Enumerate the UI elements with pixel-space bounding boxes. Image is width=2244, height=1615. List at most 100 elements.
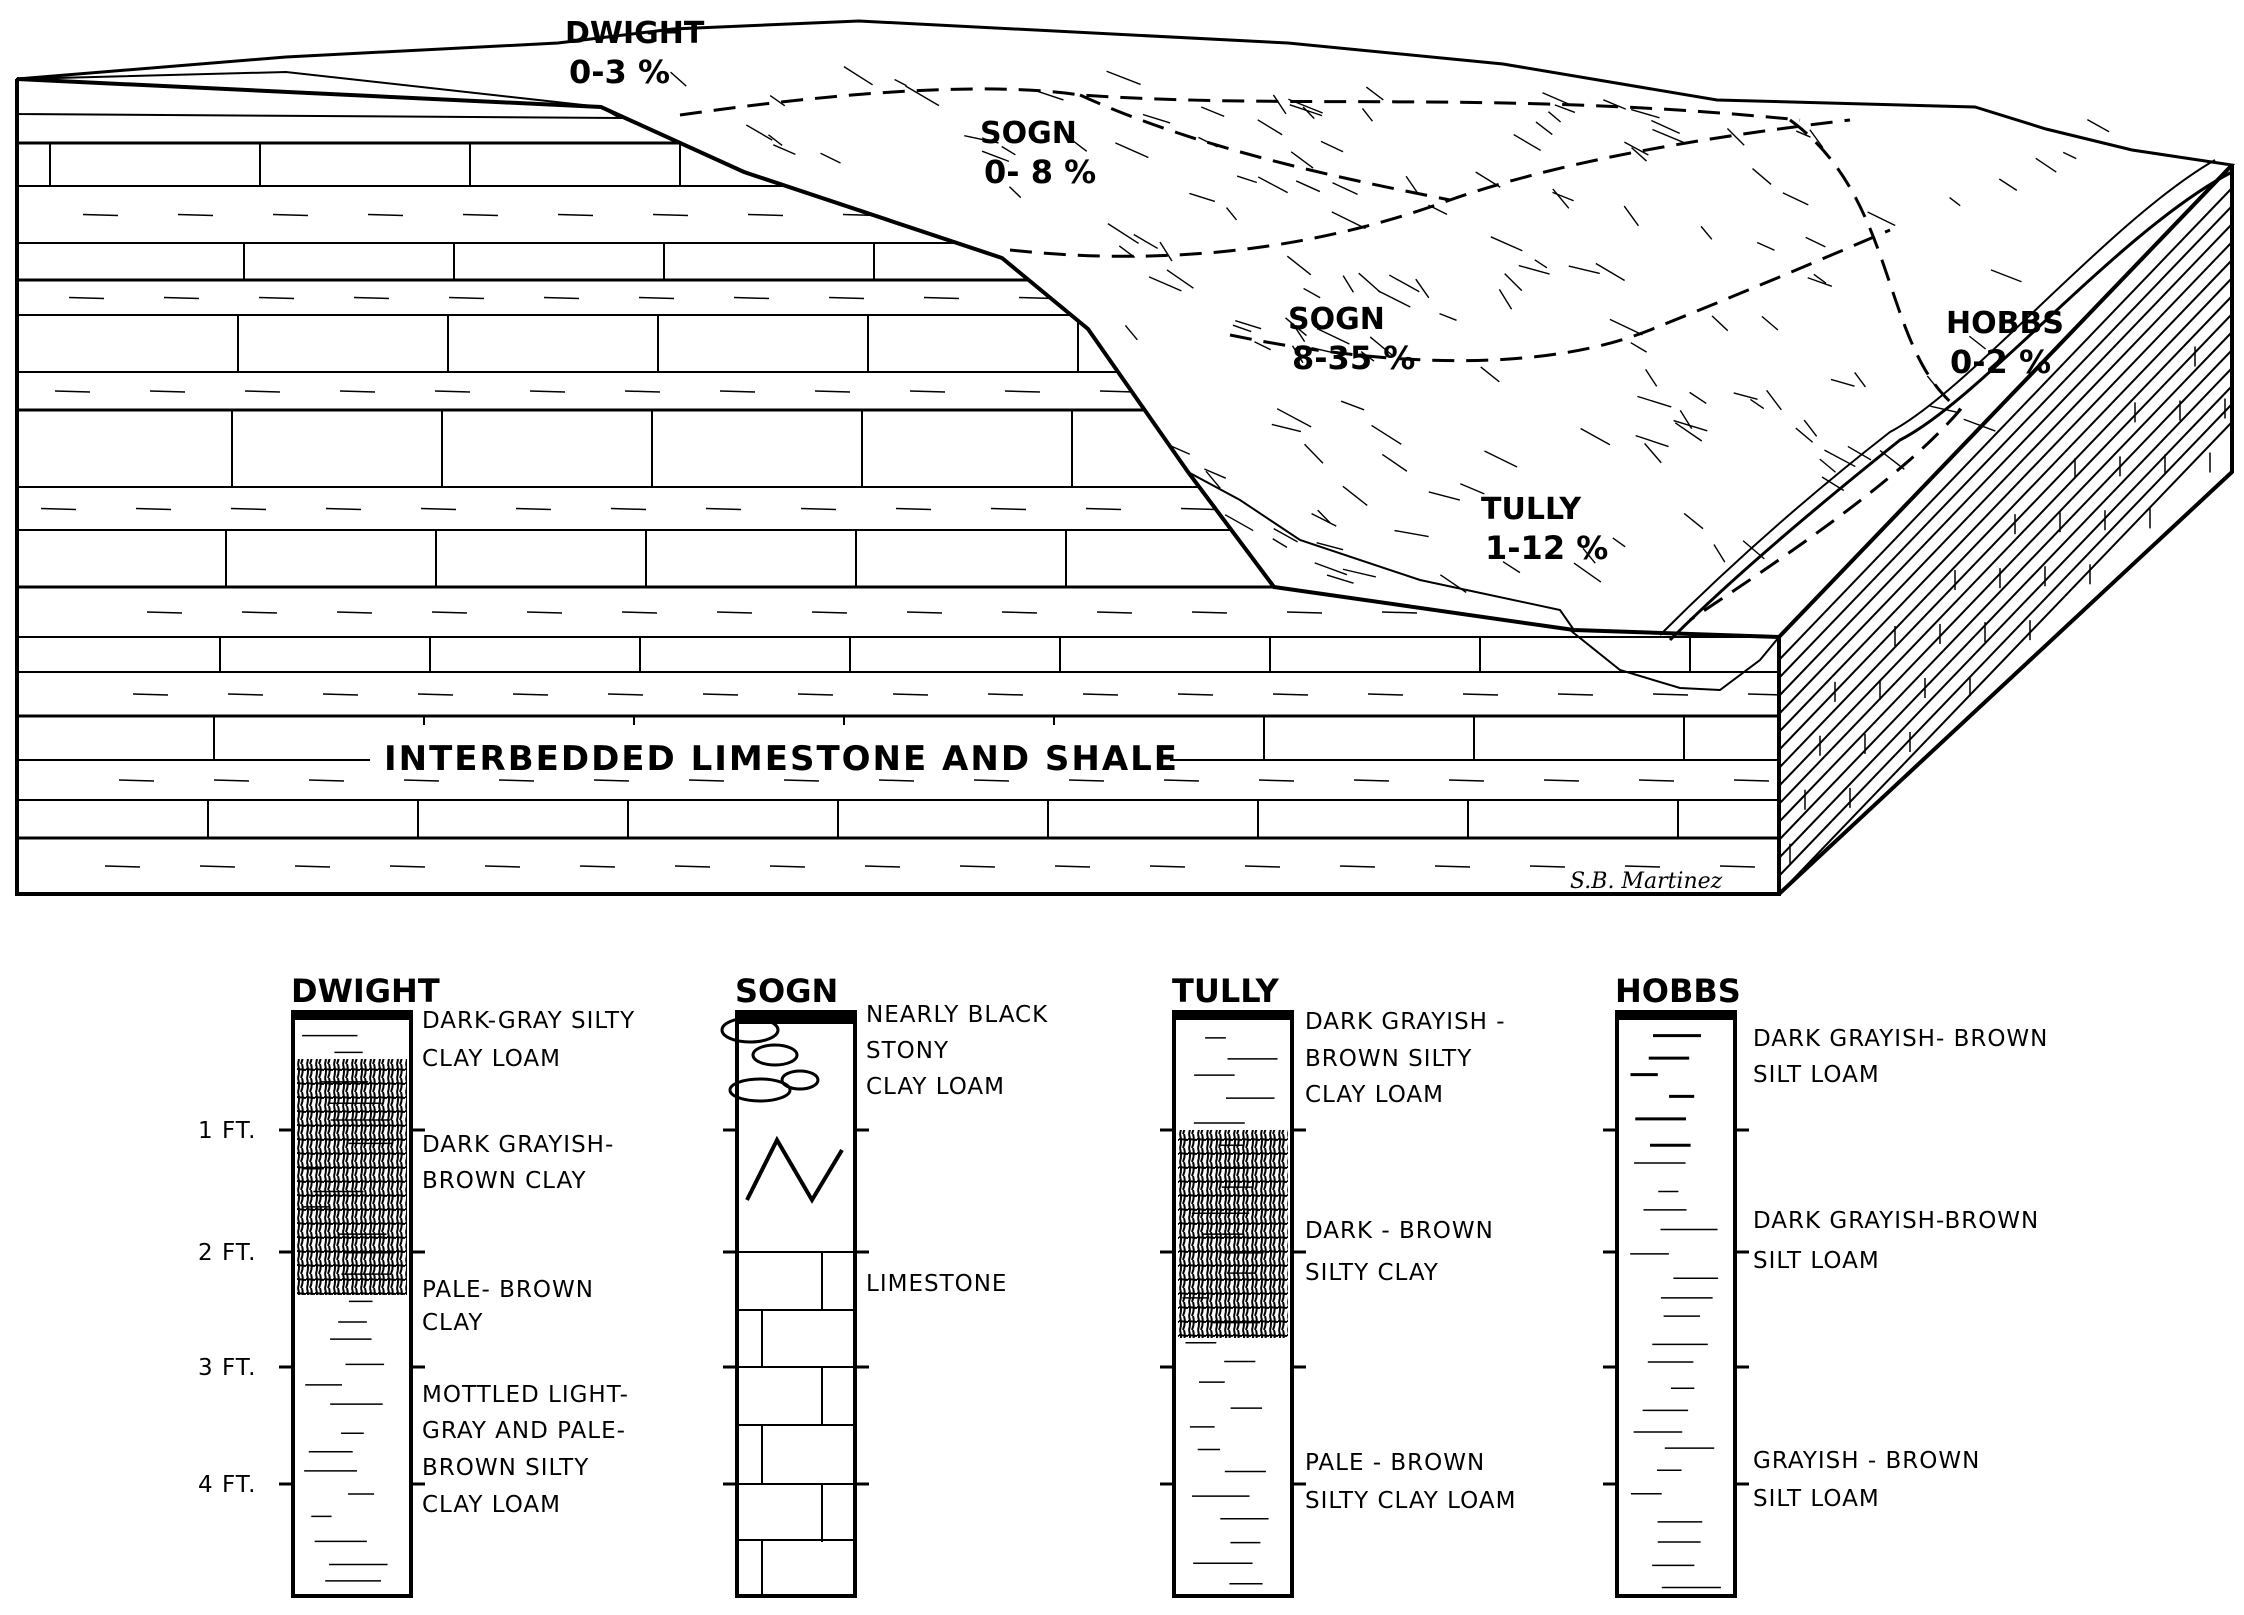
- horizon-description: BROWN SILTY: [422, 1455, 589, 1481]
- slope-stroke: [1142, 113, 1171, 124]
- slope-stroke: [1518, 264, 1550, 275]
- shale-dash: [1434, 865, 1471, 868]
- shale-dash: [1543, 779, 1580, 782]
- horizon-description: DARK GRAYISH-: [422, 1132, 614, 1158]
- slope-stroke: [1752, 168, 1772, 185]
- horizon-description: SILT LOAM: [1753, 1062, 1880, 1088]
- shale-dash: [624, 390, 661, 393]
- soil-unit-name: SOGN: [1288, 302, 1385, 337]
- slope-stroke: [1631, 108, 1660, 119]
- slope-stroke: [1358, 272, 1381, 293]
- shale-dash: [909, 390, 946, 393]
- horizon-description: BROWN SILTY: [1305, 1046, 1472, 1072]
- shale-dash: [1082, 693, 1119, 696]
- slope-stroke: [1813, 273, 1827, 284]
- horizon-description: CLAY LOAM: [422, 1046, 561, 1072]
- slope-stroke: [1257, 119, 1283, 136]
- shale-dash: [1638, 779, 1675, 782]
- slope-stroke: [1819, 458, 1837, 473]
- depth-label: 2 FT.: [198, 1240, 256, 1266]
- slope-stroke: [1381, 453, 1408, 472]
- slope-stroke: [1285, 317, 1307, 337]
- side-bedding-line: [1779, 241, 2232, 715]
- soil-unit-slope: 0- 8 %: [984, 153, 1096, 191]
- shale-dash: [1602, 213, 1639, 217]
- shale-dash: [1244, 865, 1281, 868]
- shale-dash: [1289, 390, 1326, 393]
- slope-stroke: [1205, 470, 1221, 489]
- side-bedding-line: [1779, 349, 2232, 823]
- shale-dash: [1493, 296, 1530, 300]
- slope-stroke: [1542, 92, 1569, 105]
- horizon-description: GRAYISH - BROWN: [1753, 1448, 1980, 1474]
- slope-stroke: [820, 152, 841, 164]
- shale-dash: [1208, 296, 1245, 300]
- slope-stroke: [1276, 408, 1312, 428]
- slope-stroke: [905, 85, 940, 107]
- shale-dash: [1085, 507, 1122, 511]
- shale-dash: [1286, 611, 1323, 614]
- stone-icon: [751, 1043, 799, 1067]
- slope-stroke: [1291, 345, 1304, 364]
- shale-dash: [1381, 611, 1418, 614]
- shale-dash: [652, 213, 689, 217]
- shale-dash: [244, 390, 281, 393]
- shale-dash: [339, 390, 376, 393]
- shale-dash: [515, 507, 552, 511]
- surface-band: [1174, 1012, 1292, 1020]
- slope-stroke: [1580, 427, 1611, 446]
- hobbs-alluvium-stipple: [1567, 628, 1782, 692]
- soil-unit-slope: 1-12 %: [1485, 529, 1608, 567]
- slope-stroke: [1232, 324, 1252, 333]
- clay-horizon-fill: [297, 1059, 407, 1295]
- soil-unit-name: DWIGHT: [565, 16, 705, 51]
- horizon-description: SILTY CLAY LOAM: [1305, 1488, 1516, 1514]
- shale-dash: [800, 507, 837, 511]
- shale-dash: [733, 296, 770, 300]
- slope-stroke: [1124, 324, 1138, 341]
- side-bedding-line: [1779, 331, 2232, 805]
- shale-dash: [1367, 693, 1404, 696]
- side-bedding-line: [1779, 313, 2232, 787]
- slope-stroke: [1302, 106, 1315, 120]
- slope-stroke: [843, 66, 873, 86]
- horizon-description: NEARLY BLACK: [866, 1002, 1048, 1028]
- shale-dash: [434, 390, 471, 393]
- shale-dash: [1353, 779, 1390, 782]
- slope-stroke: [1394, 529, 1429, 538]
- shale-dash: [937, 213, 974, 217]
- shale-dash: [1163, 779, 1200, 782]
- slope-stroke: [1303, 287, 1321, 299]
- shale-dash: [1177, 693, 1214, 696]
- shale-dash: [1574, 390, 1611, 393]
- slope-stroke: [768, 134, 783, 146]
- shale-dash: [82, 213, 119, 217]
- slope-stroke: [670, 71, 687, 87]
- shale-dash: [878, 779, 915, 782]
- horizon-description: PALE - BROWN: [1305, 1450, 1485, 1476]
- shale-dash: [797, 693, 834, 696]
- slope-stroke: [1645, 369, 1658, 387]
- slope-stroke: [1311, 512, 1337, 527]
- shale-dash: [1733, 779, 1770, 782]
- slope-stroke: [1271, 423, 1302, 433]
- slope-stroke: [1700, 225, 1713, 240]
- shale-dash: [420, 507, 457, 511]
- slope-stroke: [1609, 318, 1643, 336]
- shale-dash: [54, 390, 91, 393]
- slope-stroke: [1554, 104, 1576, 114]
- shale-dash: [213, 779, 250, 782]
- shale-dash: [987, 693, 1024, 696]
- depth-label: 3 FT.: [198, 1355, 256, 1381]
- surface-band: [1617, 1012, 1735, 1020]
- slope-stroke: [1796, 130, 1811, 138]
- slope-stroke: [1428, 491, 1461, 501]
- shale-dash: [1412, 213, 1449, 217]
- slope-stroke: [1415, 278, 1430, 299]
- slope-stroke: [981, 150, 1010, 163]
- slope-stroke: [1968, 335, 1987, 350]
- slope-stroke: [1290, 151, 1314, 169]
- block-outline: [15, 77, 2234, 896]
- shale-dash: [579, 865, 616, 868]
- soil-unit-slope: 0-2 %: [1950, 343, 2051, 381]
